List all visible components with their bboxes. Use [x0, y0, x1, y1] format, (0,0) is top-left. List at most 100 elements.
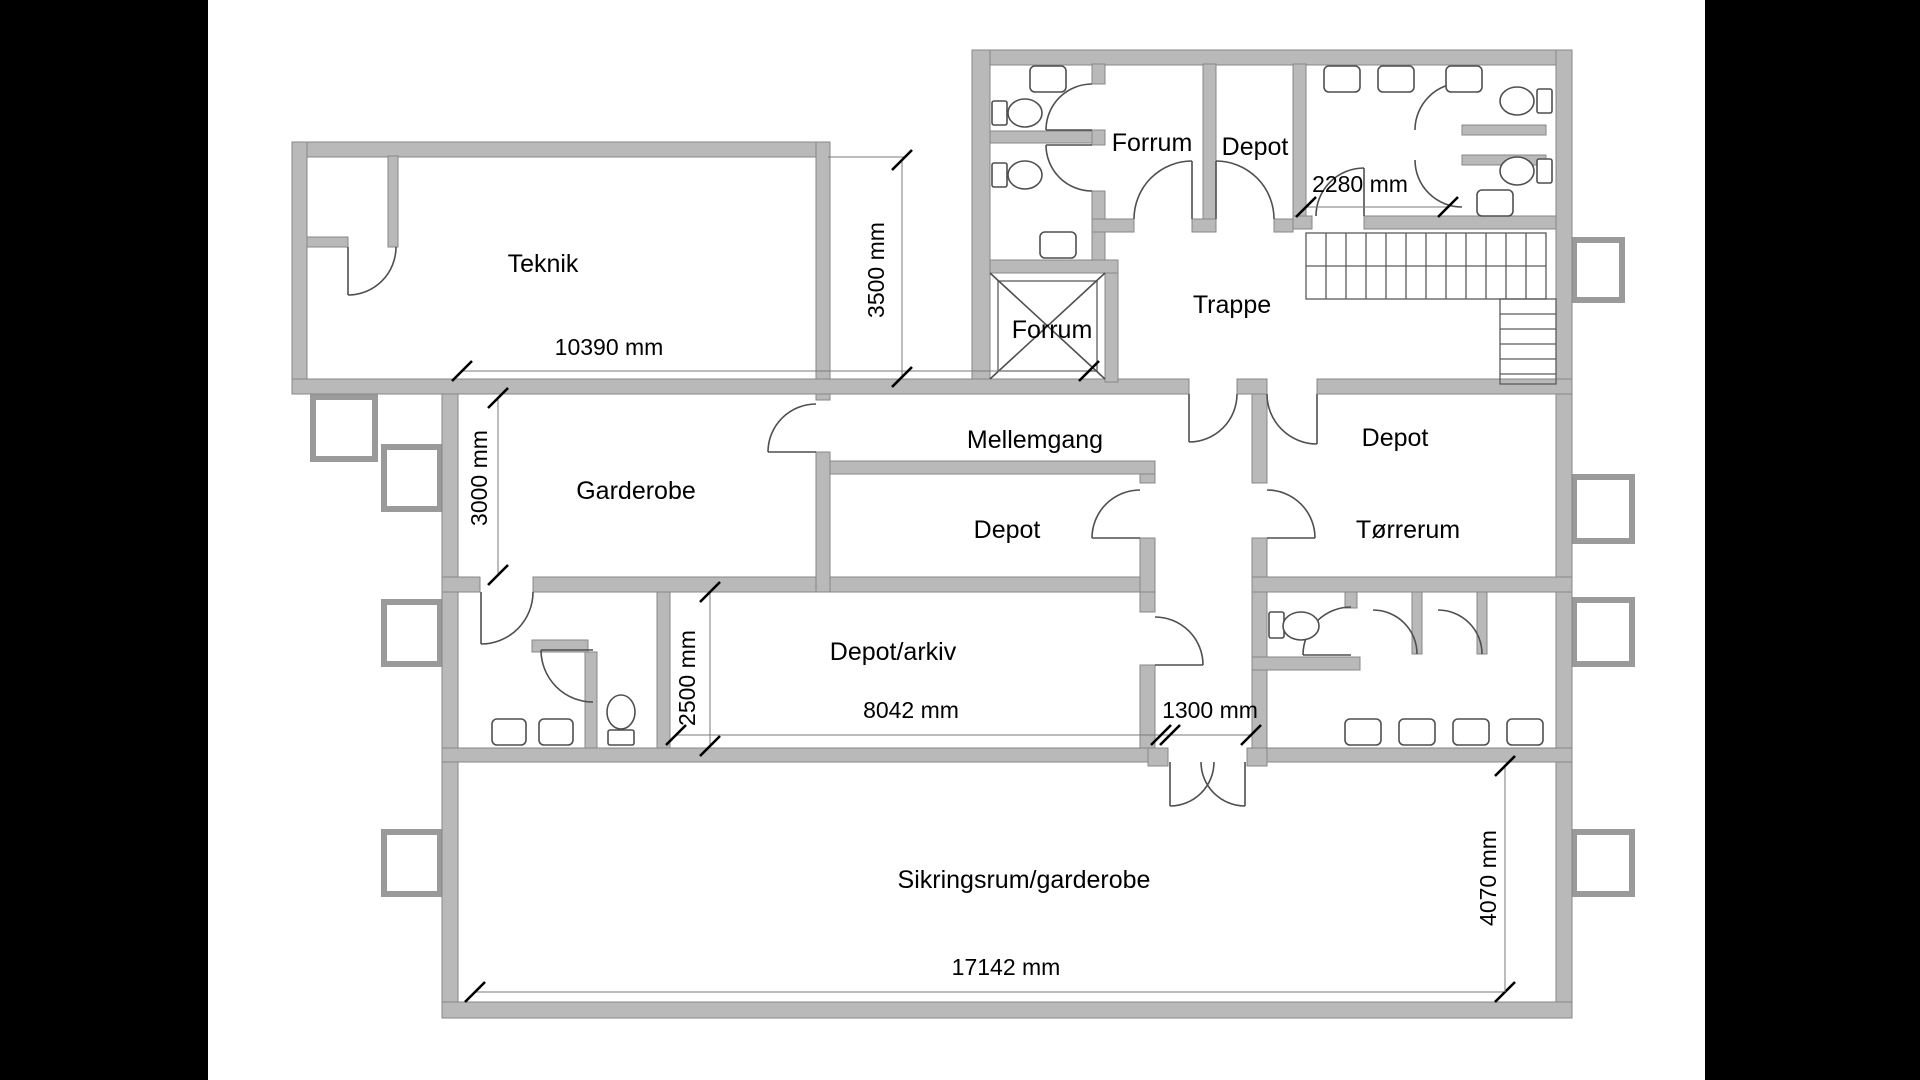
stair-flight — [1499, 298, 1557, 385]
wall — [1091, 218, 1135, 233]
bumpout — [1571, 237, 1625, 303]
wall — [291, 141, 308, 395]
sink-icon — [1476, 189, 1514, 217]
sink-icon — [1039, 231, 1077, 259]
dim-label-8042: 8042 mm — [863, 697, 959, 723]
wall — [1139, 537, 1156, 593]
toilet-icon — [1007, 160, 1043, 190]
door-arc — [1045, 83, 1093, 131]
wall — [1555, 49, 1573, 1019]
wall — [1202, 63, 1217, 233]
wall — [1292, 63, 1307, 230]
room-label-forrum-elevator: Forrum — [1012, 316, 1093, 344]
sink-icon — [491, 718, 527, 746]
door-pier — [1147, 747, 1169, 767]
room-label-forrum-top: Forrum — [1112, 129, 1193, 157]
window-bumpouts — [310, 237, 1635, 897]
bumpout — [1571, 597, 1635, 667]
room-label-torrerum: Tørrerum — [1356, 516, 1460, 544]
door-arc — [1215, 160, 1275, 220]
elevator-cross — [989, 272, 1106, 380]
sink-icon — [1377, 65, 1415, 93]
wall — [1091, 129, 1106, 146]
closet-wall — [306, 236, 349, 248]
wall — [989, 130, 1093, 144]
wall — [971, 49, 1573, 66]
dim-label-2500: 2500 mm — [674, 630, 700, 726]
room-label-depot-arkiv: Depot/arkiv — [830, 638, 957, 666]
door-arc — [1154, 616, 1204, 666]
door-pier — [1246, 747, 1268, 767]
sink-icon — [1029, 65, 1067, 93]
door-arc — [480, 591, 534, 645]
wall — [1363, 215, 1557, 230]
dim-label-4070: 4070 mm — [1475, 830, 1501, 926]
dim-label-3500: 3500 mm — [863, 222, 889, 318]
door-arc — [1414, 159, 1463, 208]
toilet-icon — [606, 694, 636, 730]
stair-treads — [1500, 313, 1556, 375]
wall — [1344, 591, 1358, 609]
door-arc — [347, 246, 397, 296]
bumpout — [381, 829, 443, 897]
wall — [1236, 378, 1268, 395]
wall — [815, 451, 831, 593]
walls — [291, 49, 1573, 1019]
room-label-depot-mid: Depot — [1362, 424, 1429, 452]
wall — [1251, 656, 1361, 671]
booth-divider — [1476, 591, 1488, 655]
room-label-teknik: Teknik — [508, 250, 579, 278]
bumpout — [310, 394, 378, 462]
wall — [441, 576, 481, 593]
toilet-icon — [607, 729, 635, 746]
wall — [815, 141, 831, 395]
wall — [1273, 218, 1294, 233]
wall — [829, 460, 1156, 475]
toilet-icon — [991, 162, 1008, 188]
dim-label-10390: 10390 mm — [555, 334, 664, 360]
wall — [584, 651, 598, 749]
bumpout — [1571, 474, 1635, 544]
toilet-icon — [1536, 158, 1553, 184]
toilet-icon — [1536, 88, 1553, 114]
wall — [291, 378, 1190, 395]
wall — [656, 591, 671, 749]
wall — [1251, 393, 1268, 484]
door-arc — [1045, 144, 1093, 192]
sink-icon — [538, 718, 574, 746]
room-label-sikringsrum: Sikringsrum/garderobe — [898, 866, 1151, 894]
staircase — [1305, 232, 1557, 385]
fixtures — [491, 65, 1553, 746]
wall — [1139, 591, 1156, 613]
door-arc — [1169, 761, 1215, 807]
sink-icon — [1398, 718, 1436, 746]
door-arc — [1133, 160, 1193, 220]
booth-divider — [1411, 591, 1423, 655]
bumpout — [381, 444, 443, 512]
wc-stall-wall — [1461, 124, 1547, 136]
door-arc — [1200, 761, 1246, 807]
door-arc — [540, 649, 594, 703]
room-label-garderobe: Garderobe — [576, 477, 696, 505]
wall — [441, 1001, 1573, 1019]
bumpout — [1571, 829, 1635, 897]
wall — [291, 141, 831, 158]
toilet-icon — [1268, 611, 1285, 639]
wall — [1104, 272, 1119, 383]
toilet-icon — [1007, 98, 1043, 128]
sink-icon — [1452, 718, 1490, 746]
sink-icon — [1506, 718, 1544, 746]
wall — [989, 259, 1119, 274]
dim-label-2280: 2280 mm — [1312, 171, 1408, 197]
sink-icon — [1445, 65, 1483, 93]
closet-wall — [387, 155, 399, 248]
door-arc — [1437, 609, 1483, 655]
wall — [1191, 218, 1217, 233]
wall — [971, 49, 991, 395]
wall — [1139, 473, 1156, 484]
door-arc — [1091, 489, 1141, 539]
wall — [1251, 576, 1573, 593]
wall — [1316, 378, 1573, 395]
wall — [1251, 537, 1268, 578]
